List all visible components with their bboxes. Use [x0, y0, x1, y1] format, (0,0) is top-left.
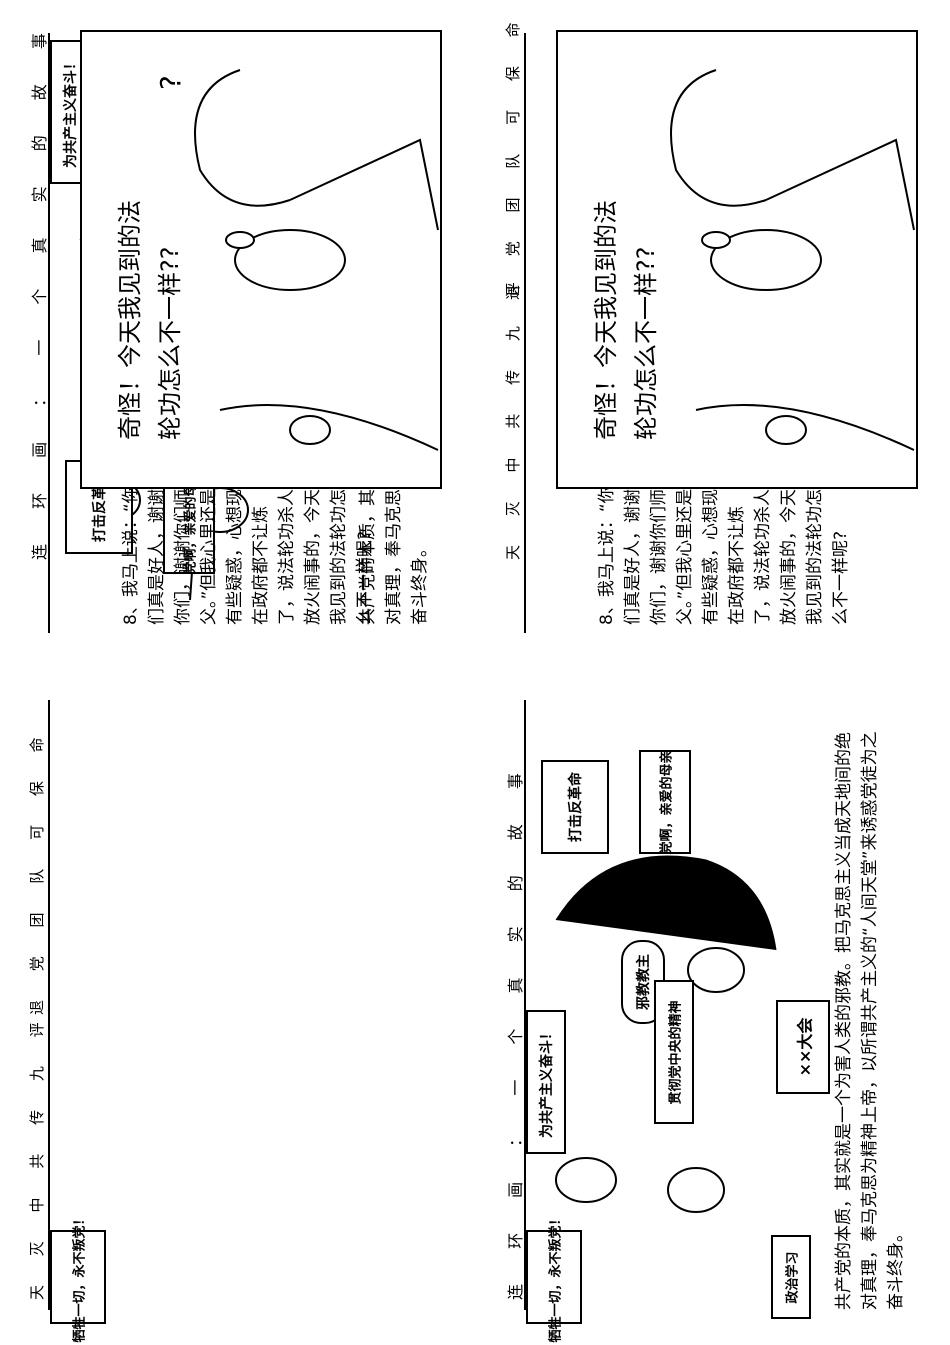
sign-politics-2: 政治学习: [771, 1235, 811, 1319]
top-left-header: 连 环 画 ： 一 个 真 实 的 故 事: [30, 18, 49, 560]
top-right-rule: [48, 700, 50, 1310]
sign-revolution-2: 打击反革命: [541, 760, 609, 854]
question-mark-icon: ?: [154, 75, 187, 90]
bottom-right-header-a: 天 灭 中 共 传 九 评: [504, 270, 522, 560]
thinking-man-art-2: [670, 69, 915, 451]
bottom-left-rule: [524, 700, 526, 1310]
top-left-rule: [48, 33, 50, 633]
sign-communism-2: 为共产主义奋斗！: [526, 1010, 566, 1154]
bottom-thought-caption: 8、我马上说：“你们真是好人，谢谢你们，谢谢你们师父。”但我心里还是有些疑惑，心…: [597, 486, 851, 625]
sign-sacrifice-2: 牺牲一切，永不叛党！: [526, 1212, 582, 1342]
bottom-left-header: 连 环 画 ： 一 个 真 实 的 故 事: [506, 758, 525, 1300]
sign-meeting-2: ××大会: [776, 1000, 830, 1094]
propaganda-art-2: [555, 855, 777, 1213]
top-right-header-b: 退 党 团 队 可 保 命: [28, 725, 46, 1015]
bottom-propaganda-caption: 共产党的本质，其实就是一个为害人类的邪教。把马克思主义当成天地间的绝对真理，奉马…: [834, 731, 906, 1310]
bottom-right-rule: [524, 33, 526, 633]
sign-party-mother-2: 党啊，亲爱的母亲: [639, 750, 691, 854]
sign-sacrifice: 牺牲一切，永不叛党！: [50, 1212, 106, 1342]
bottom-right-header-b: 退 党 团 队 可 保 命: [504, 10, 522, 300]
top-right-header-a: 天 灭 中 共 传 九 评: [28, 1010, 46, 1300]
top-thought-text: 奇怪！今天我见到的法轮功怎么不一样??: [116, 200, 184, 440]
top-thought-caption: 8、我马上说：“你们真是好人，谢谢你们，谢谢你们师父。”但我心里还是有些疑惑，心…: [121, 486, 375, 625]
sign-central-2: 贯彻党中央的精神: [654, 980, 694, 1124]
bottom-thought-text: 奇怪！今天我见到的法轮功怎么不一样??: [592, 200, 660, 440]
thinking-man-art: ?: [154, 69, 439, 451]
